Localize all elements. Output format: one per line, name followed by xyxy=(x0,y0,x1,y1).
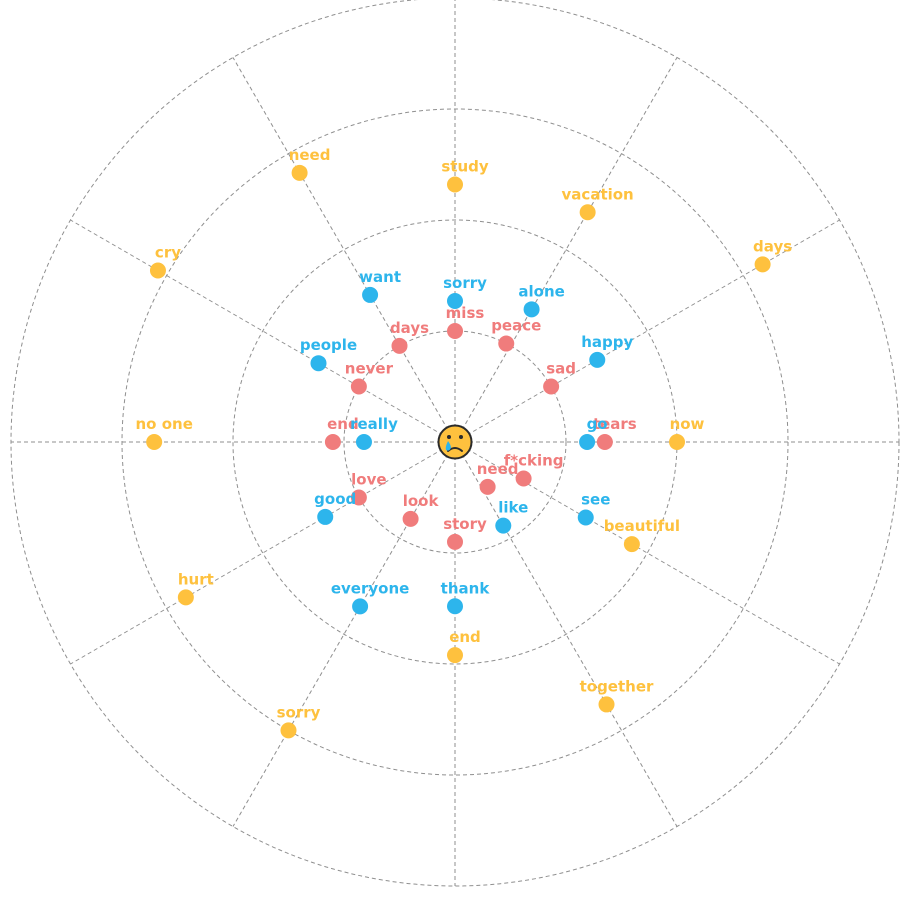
label-middle-2: happy xyxy=(581,333,633,351)
spoke-150 xyxy=(454,441,678,827)
point-outer-10 xyxy=(149,262,166,279)
label-middle-11: want xyxy=(359,268,401,286)
point-inner-2 xyxy=(543,378,560,395)
spoke-30 xyxy=(454,57,678,443)
label-inner-3: tears xyxy=(593,415,637,433)
crying-face-icon xyxy=(437,424,473,460)
label-inner-2: sad xyxy=(546,360,576,378)
label-middle-7: everyone xyxy=(331,579,409,597)
point-middle-3 xyxy=(579,434,596,450)
point-middle-9 xyxy=(355,434,372,450)
point-inner-5 xyxy=(479,478,496,495)
label-inner-4: f*cking xyxy=(504,451,564,469)
label-outer-3: now xyxy=(670,415,705,433)
label-inner-10: never xyxy=(345,360,394,378)
ring-4 xyxy=(10,0,900,887)
point-inner-4 xyxy=(515,470,532,487)
label-middle-0: sorry xyxy=(443,274,487,292)
point-middle-5 xyxy=(495,517,512,534)
point-middle-11 xyxy=(362,286,379,303)
point-inner-1 xyxy=(498,335,515,352)
point-outer-3 xyxy=(669,434,685,450)
point-middle-2 xyxy=(589,351,606,368)
point-outer-5 xyxy=(598,696,615,713)
point-outer-6 xyxy=(447,647,463,664)
label-outer-2: days xyxy=(753,237,792,255)
point-middle-8 xyxy=(317,508,334,525)
label-inner-5: need xyxy=(477,460,519,478)
ring-3 xyxy=(121,108,789,776)
point-middle-10 xyxy=(310,355,327,372)
label-middle-3: go xyxy=(587,415,608,433)
label-outer-9: no one xyxy=(136,415,193,433)
point-middle-7 xyxy=(352,598,369,615)
point-outer-8 xyxy=(177,589,194,606)
point-outer-4 xyxy=(623,536,640,553)
point-middle-6 xyxy=(447,598,463,615)
point-inner-9 xyxy=(324,434,341,450)
teardrop-icon xyxy=(445,441,451,451)
point-inner-0 xyxy=(447,323,463,339)
label-middle-8: good xyxy=(314,490,356,508)
point-outer-11 xyxy=(291,164,308,181)
label-inner-7: look xyxy=(403,492,440,510)
label-outer-11: need xyxy=(289,146,331,164)
point-inner-6 xyxy=(447,533,463,550)
spoke-330 xyxy=(232,57,456,443)
label-inner-11: days xyxy=(390,319,429,337)
label-inner-9: end xyxy=(327,415,359,433)
point-inner-7 xyxy=(402,510,419,527)
label-inner-8: love xyxy=(351,471,386,489)
spoke-240 xyxy=(70,441,456,665)
point-inner-8 xyxy=(350,489,367,506)
spoke-210 xyxy=(232,441,456,827)
point-outer-0 xyxy=(447,176,463,193)
point-outer-1 xyxy=(579,204,596,221)
label-outer-0: study xyxy=(441,157,489,175)
point-outer-7 xyxy=(280,722,297,739)
label-inner-6: story xyxy=(443,515,487,533)
label-outer-1: vacation xyxy=(562,185,634,203)
label-middle-4: see xyxy=(581,490,610,508)
ring-1 xyxy=(343,330,567,554)
point-inner-11 xyxy=(391,337,408,354)
point-middle-4 xyxy=(577,509,594,526)
label-outer-5: together xyxy=(580,677,654,695)
label-outer-4: beautiful xyxy=(604,517,680,535)
word-points xyxy=(146,164,771,739)
point-middle-0 xyxy=(447,293,463,310)
label-middle-1: alone xyxy=(518,282,564,300)
label-inner-1: peace xyxy=(491,317,541,335)
label-middle-5: like xyxy=(498,499,528,517)
label-middle-10: people xyxy=(300,336,357,354)
label-outer-6: end xyxy=(449,628,481,646)
label-middle-6: thank xyxy=(441,579,491,597)
label-outer-7: sorry xyxy=(277,703,321,721)
point-inner-10 xyxy=(350,378,367,395)
word-labels: misspeacesadtearsf*ckingneedstorylooklov… xyxy=(136,146,793,722)
point-outer-9 xyxy=(146,434,163,450)
label-outer-10: cry xyxy=(155,244,181,262)
label-inner-0: miss xyxy=(446,304,485,322)
label-middle-9: really xyxy=(350,415,398,433)
center-emoji xyxy=(437,424,473,460)
crying-face-right-eye xyxy=(459,435,463,439)
point-inner-3 xyxy=(596,434,613,450)
crying-face-left-eye xyxy=(447,435,451,439)
spoke-60 xyxy=(454,219,840,443)
label-outer-8: hurt xyxy=(178,570,214,588)
point-outer-2 xyxy=(754,256,771,273)
point-middle-1 xyxy=(523,301,540,318)
spoke-300 xyxy=(70,219,456,443)
